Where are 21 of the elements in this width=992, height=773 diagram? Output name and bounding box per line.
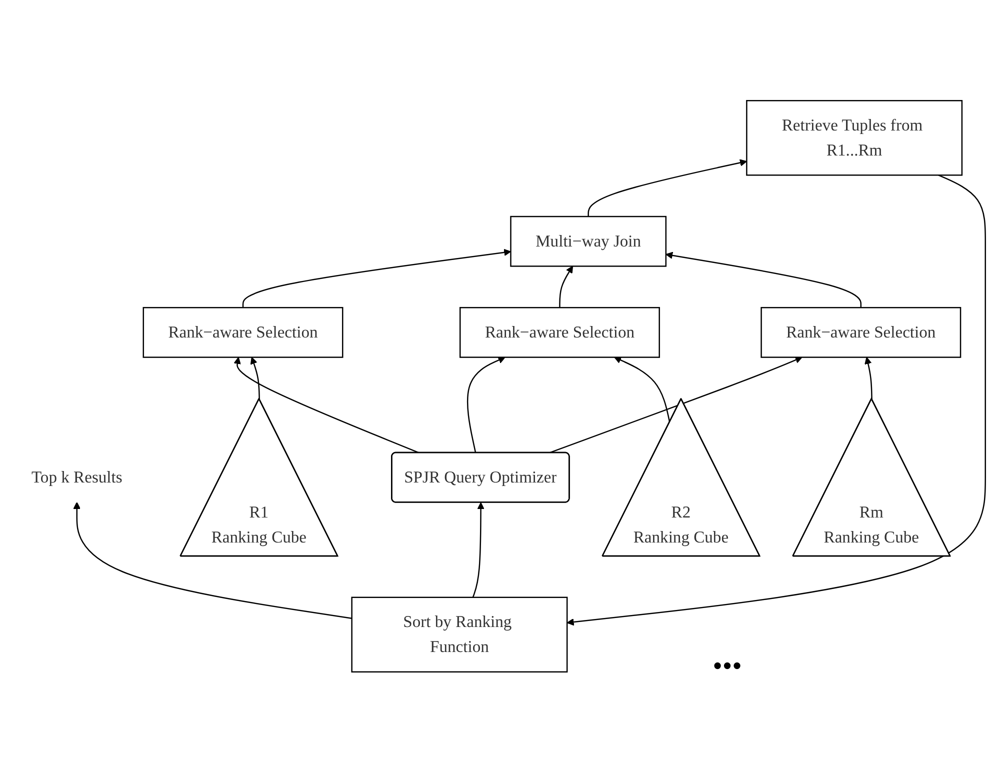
arrow: [559, 266, 574, 308]
node-box: Rank−aware Selection: [459, 307, 660, 358]
arrow: [472, 502, 484, 598]
arrow: [466, 356, 506, 454]
arrow: [614, 356, 670, 423]
arrow: [548, 356, 802, 454]
arrow: [250, 357, 260, 400]
arrow: [234, 357, 420, 454]
arrow: [864, 357, 872, 400]
node-box: Rank−aware Selection: [760, 307, 962, 358]
arrow: [588, 159, 748, 217]
node-box: Rank−aware Selection: [142, 307, 344, 358]
node-text: Top k Results: [31, 468, 122, 487]
arrow: [73, 502, 352, 620]
ellipsis-dots: •••: [712, 651, 742, 683]
node-box: Retrieve Tuples from R1...Rm: [746, 100, 963, 176]
arrow: [666, 252, 862, 308]
arrow: [566, 174, 986, 626]
node-box: Multi−way Join: [510, 216, 667, 268]
node-box: Sort by Ranking Function: [351, 597, 568, 673]
arrow: [242, 249, 512, 308]
